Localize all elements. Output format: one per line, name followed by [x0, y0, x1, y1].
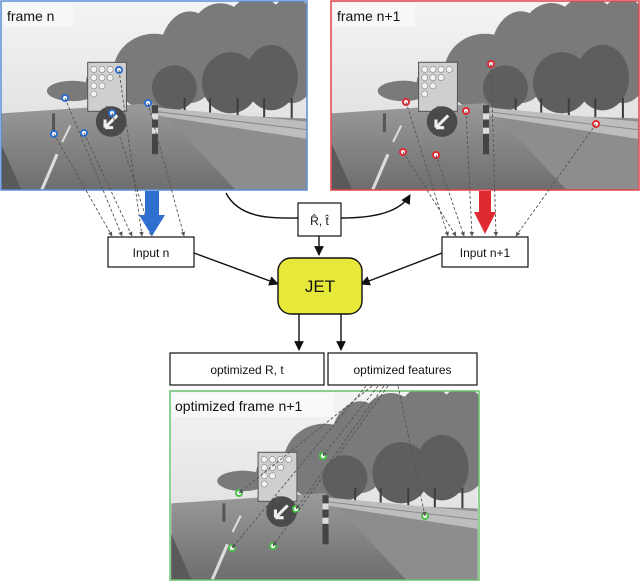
optimized-frame-title: optimized frame n+1 — [175, 398, 302, 414]
optimized-frame-border — [169, 390, 480, 581]
frame-n1-title: frame n+1 — [337, 8, 401, 24]
frame-n-title: frame n — [7, 8, 54, 24]
rt-hat-box: R̂, t̂ — [297, 202, 342, 237]
frame-n1-border — [330, 0, 640, 191]
feature-correspondence-lines — [53, 63, 597, 549]
frame-n-down-arrow — [139, 191, 165, 236]
jet-label: JET — [305, 277, 335, 296]
input-n-box: Input n — [107, 236, 195, 268]
flow-arrows — [193, 192, 443, 351]
frame-n1-down-arrow — [474, 191, 496, 234]
jet-box: JET — [277, 257, 363, 315]
frame-n-border — [0, 0, 308, 191]
optimized-rt-box: optimized R, t — [169, 352, 325, 386]
input-n-label: Input n — [133, 246, 170, 260]
input-n1-label: Input n+1 — [460, 246, 511, 260]
frame-n-panel: frame n — [0, 0, 308, 191]
frame-n-image — [1, 1, 307, 190]
optimized-features-box: optimized features — [327, 352, 478, 386]
frame-n1-image — [331, 1, 639, 190]
rt-hat-label: R̂, t̂ — [310, 213, 329, 228]
optimized-frame-panel: optimized frame n+1 — [169, 390, 480, 581]
frame-n1-panel: frame n+1 — [330, 0, 640, 191]
optimized-rt-label: optimized R, t — [210, 363, 284, 377]
input-n1-box: Input n+1 — [441, 236, 529, 268]
optimized-features-label: optimized features — [353, 363, 451, 377]
